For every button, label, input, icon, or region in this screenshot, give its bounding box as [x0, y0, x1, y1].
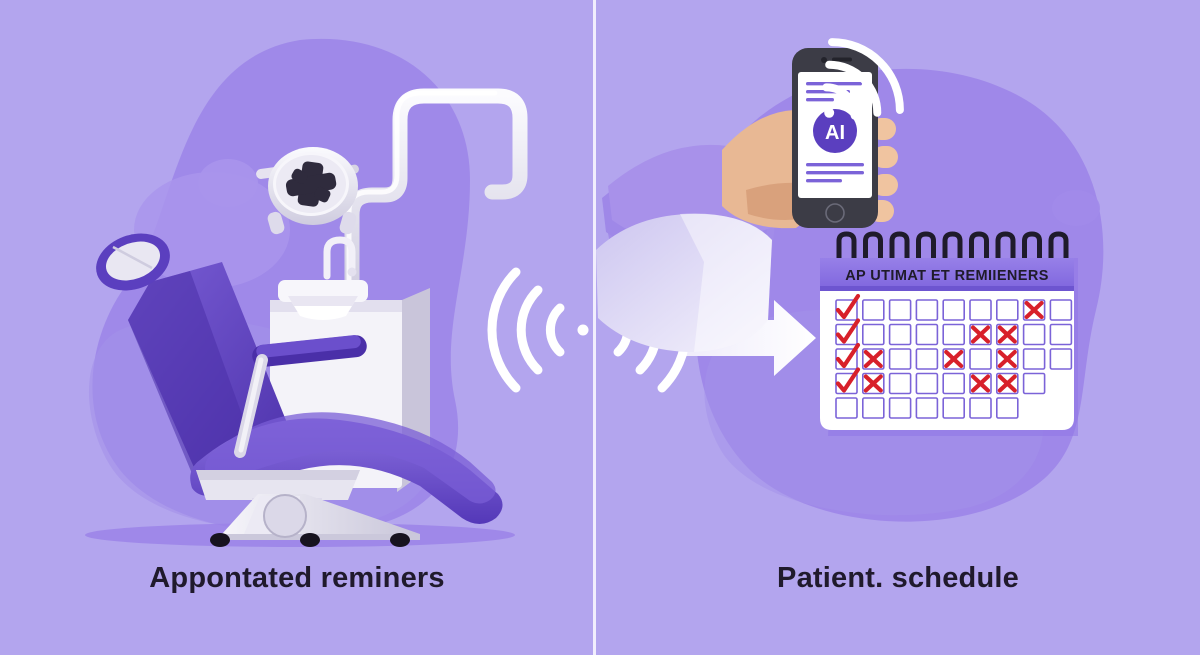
- signal-waves-left: [487, 267, 589, 393]
- calendar-day-cell[interactable]: [969, 299, 992, 321]
- calendar-day-cell[interactable]: [942, 299, 966, 321]
- calendar-day-cell[interactable]: [969, 348, 992, 370]
- chair-headrest: [96, 233, 170, 291]
- check-mark-icon: [835, 318, 861, 344]
- phone-speaker: [832, 57, 852, 62]
- phone-calendar-scene: AI AP UTIMAT ET: [596, 38, 1104, 522]
- dental-sink: [278, 236, 368, 320]
- calendar-day-cell[interactable]: [942, 323, 966, 346]
- calendar-day-cell[interactable]: [942, 372, 966, 395]
- dental-light: [256, 147, 359, 235]
- chair-base: [210, 494, 420, 547]
- light-cross-glyph: [285, 161, 337, 207]
- check-mark-icon: [835, 367, 861, 393]
- calendar-grid: [835, 293, 1073, 419]
- wifi-signal-icon: [822, 38, 904, 120]
- check-mark-icon: [835, 342, 861, 369]
- phone-home-button: [825, 203, 845, 223]
- calendar-day-cell[interactable]: [915, 348, 939, 370]
- calendar-day-cell[interactable]: [915, 299, 939, 321]
- panel-divider: [593, 0, 596, 655]
- calendar-day-cell[interactable]: [995, 397, 1019, 419]
- right-panel-caption: Patient. schedule: [777, 562, 1019, 594]
- calendar-day-cell[interactable]: [969, 397, 992, 419]
- spiral-ring: [969, 231, 989, 267]
- calendar-day-cell[interactable]: [888, 372, 912, 395]
- right-panel: AI AP UTIMAT ET: [596, 0, 1200, 655]
- sink-faucet: [323, 236, 356, 280]
- spiral-ring: [836, 231, 857, 267]
- calendar-day-cell[interactable]: [888, 348, 912, 370]
- calendar-day-cell[interactable]: [942, 397, 966, 419]
- calendar-day-cell[interactable]: [1049, 299, 1073, 321]
- calendar-day-cell[interactable]: [888, 397, 912, 419]
- spiral-ring: [863, 231, 883, 267]
- calendar-day-cell[interactable]: [861, 397, 885, 419]
- chair-seat: [190, 412, 503, 524]
- calendar-header-text: AP UTIMAT ET REMIIENERS: [845, 268, 1049, 284]
- flow-arrow-right: [686, 300, 816, 376]
- spiral-ring: [1022, 231, 1042, 267]
- spiral-ring: [995, 231, 1016, 267]
- ai-badge-label: AI: [825, 122, 845, 144]
- cross-mark-icon: [863, 374, 883, 393]
- left-panel-caption: Appontated reminers: [149, 562, 445, 594]
- calendar-day-cell[interactable]: [888, 323, 912, 346]
- calendar-day-cell[interactable]: [1049, 323, 1073, 346]
- cross-mark-icon: [944, 349, 964, 369]
- cross-mark-icon: [997, 325, 1017, 344]
- smartphone[interactable]: AI: [792, 48, 878, 228]
- spiral-ring: [942, 231, 963, 267]
- calendar-spiral-rings: [836, 231, 1069, 267]
- calendar-day-cell[interactable]: [835, 397, 858, 419]
- spiral-ring: [916, 231, 936, 267]
- cross-mark-icon: [970, 325, 991, 344]
- calendar-day-cell[interactable]: [861, 323, 885, 346]
- chair-armrest: [234, 335, 367, 458]
- calendar-day-cell[interactable]: [1049, 348, 1073, 370]
- calendar-day-cell[interactable]: [915, 397, 939, 419]
- chair-caster-wheel: [263, 494, 307, 538]
- calendar-day-cell[interactable]: [995, 299, 1019, 321]
- cross-mark-icon: [970, 374, 991, 393]
- calendar-day-cell[interactable]: [1022, 323, 1046, 346]
- ai-badge: AI: [813, 109, 857, 153]
- phone-camera: [821, 57, 827, 63]
- cross-mark-icon: [1024, 300, 1044, 320]
- calendar-day-cell[interactable]: [861, 299, 885, 321]
- dental-chair-scene: [85, 38, 589, 547]
- left-panel: Appontated reminers: [0, 0, 594, 655]
- cross-mark-icon: [997, 374, 1017, 393]
- spiral-ring: [1048, 231, 1069, 267]
- check-mark-icon: [835, 293, 861, 320]
- wall-calendar: AP UTIMAT ET REMIIENERS: [820, 231, 1078, 436]
- phone-screen-text-bottom: [806, 163, 864, 183]
- calendar-day-cell[interactable]: [915, 323, 939, 346]
- cross-mark-icon: [997, 349, 1017, 369]
- cross-mark-icon: [863, 349, 883, 369]
- spiral-ring: [889, 231, 910, 267]
- calendar-day-cell[interactable]: [1022, 348, 1046, 370]
- calendar-day-cell[interactable]: [888, 299, 912, 321]
- calendar-day-cell[interactable]: [1022, 372, 1046, 395]
- calendar-day-cell[interactable]: [915, 372, 939, 395]
